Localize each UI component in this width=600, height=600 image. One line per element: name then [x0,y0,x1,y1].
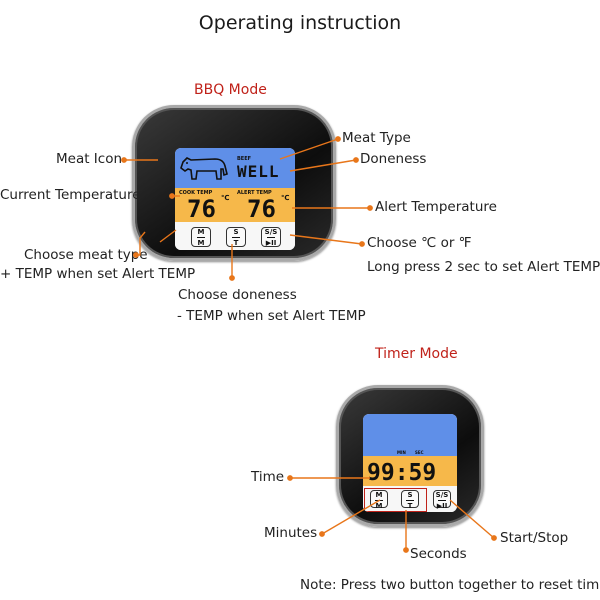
callout-minutes [321,499,381,535]
callout-meat-type [279,138,339,160]
meat-type-text: BEEF [237,156,252,162]
callout-choose-meat [136,231,146,256]
callout-doneness [289,159,357,172]
s-key-bottom: T [233,239,239,247]
timer-s-key-top: S [407,491,413,499]
bbq-screen: BEEF WELL COOK TEMP ALERT TEMP 76 ℃ 76 ℃… [175,148,295,250]
timer-ss-key-bottom: ▶II [436,502,448,510]
timer-m-key-top: M [375,491,383,499]
sec-tag: SEC [415,450,424,455]
page-title: Operating instruction [198,12,402,34]
timer-lcd-yellow: 99:59 [363,456,457,486]
min-sec-highlight [364,488,427,512]
timer-ss-button[interactable]: S/S ▶II [433,490,451,510]
s-key-top: S [233,228,239,236]
label-choose-unit: Choose ℃ or ℉ [367,235,472,251]
label-long-press: Long press 2 sec to set Alert TEMP [367,259,600,275]
label-meat-icon: Meat Icon [56,151,123,167]
label-choose-meat-2: + TEMP when set Alert TEMP [0,266,196,282]
alert-temp-value: 76 [247,195,276,223]
timer-s-key-bottom: T [407,502,413,510]
alert-unit: ℃ [281,194,290,202]
label-choose-doneness-2: - TEMP when set Alert TEMP [177,308,366,324]
reset-note: Note: Press two button together to reset… [300,577,600,593]
doneness-text: WELL [237,162,280,181]
time-value: 99:59 [367,460,437,486]
label-choose-doneness-1: Choose doneness [178,287,297,303]
label-time: Time [251,469,285,485]
cook-unit: ℃ [221,194,230,202]
callout-m-button [159,229,177,243]
cow-icon [180,157,228,180]
label-choose-meat-1: Choose meat type [24,247,148,263]
cook-temp-label: COOK TEMP [179,190,213,196]
label-meat-type: Meat Type [342,130,411,146]
label-alert-temp: Alert Temperature [375,199,497,215]
ss-key-top: S/S [264,228,278,236]
m-key-bottom: M [197,239,205,247]
bbq-lcd-blue: BEEF WELL [175,148,295,188]
timer-m-key-bottom: M [375,502,383,510]
label-doneness: Doneness [360,151,427,167]
bbq-device: BEEF WELL COOK TEMP ALERT TEMP 76 ℃ 76 ℃… [132,105,336,261]
bbq-lcd-yellow: COOK TEMP ALERT TEMP 76 ℃ 76 ℃ [175,188,295,223]
callout-start-stop [449,499,495,539]
ss-key-bottom: ▶II [265,239,277,247]
bbq-ss-button[interactable]: S/S ▶II [261,227,281,247]
label-current-temp: Current Temperature [0,187,141,203]
timer-mode-title: Timer Mode [375,346,458,362]
label-minutes: Minutes [264,525,318,541]
callout-choose-unit [289,234,363,245]
m-key-top: M [197,228,205,236]
bbq-mode-title: BBQ Mode [194,82,267,98]
timer-ss-key-top: S/S [435,491,449,499]
timer-lcd-blue: MIN SEC [363,414,457,456]
label-start-stop: Start/Stop [500,530,569,546]
cook-temp-value: 76 [187,195,216,223]
label-seconds: Seconds [410,546,467,562]
alert-temp-label: ALERT TEMP [237,190,272,196]
min-tag: MIN [397,450,406,455]
